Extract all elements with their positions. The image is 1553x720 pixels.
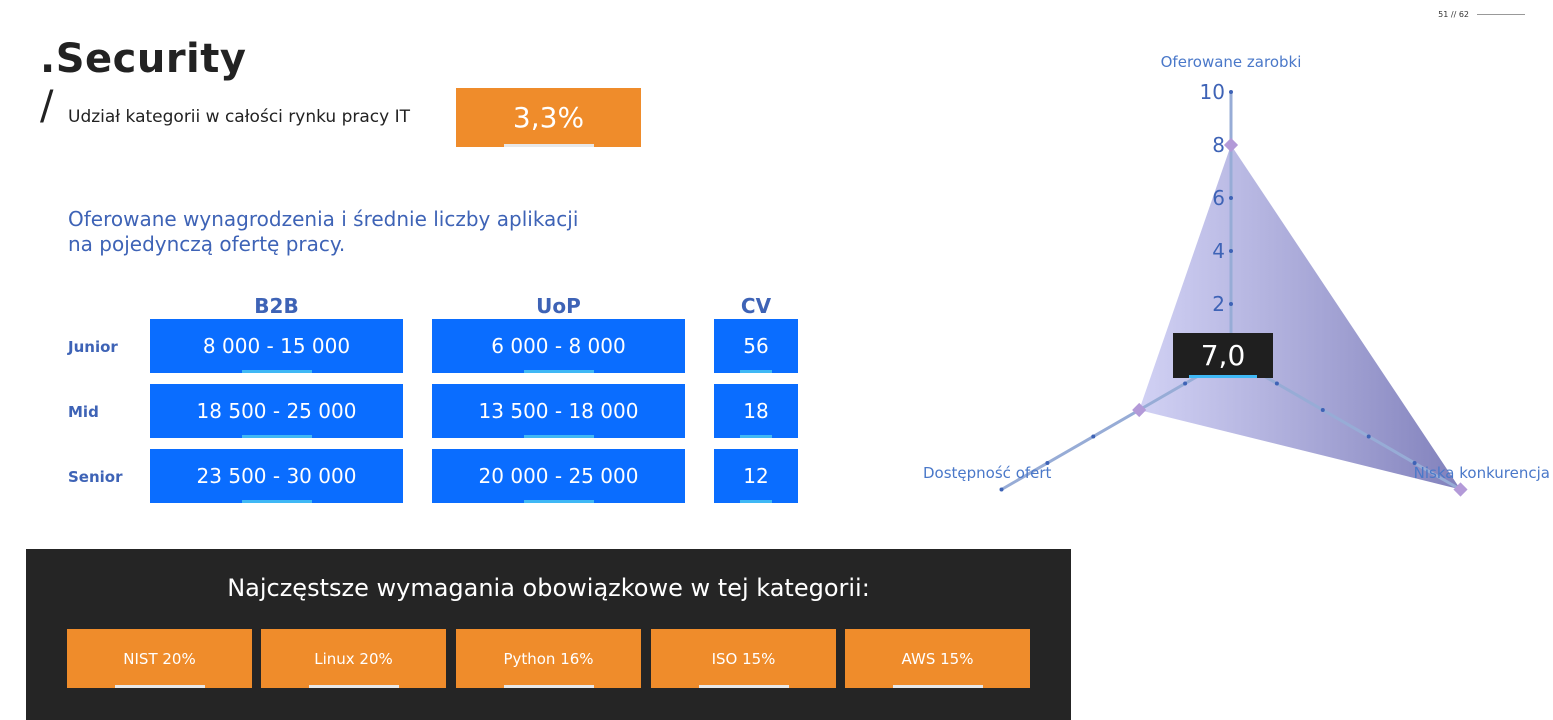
cell-value: 18 [743,399,769,423]
salary-subtitle: Oferowane wynagrodzenia i średnie liczby… [68,207,628,257]
radar-score-underline [1189,375,1257,378]
cell-value: 56 [743,334,769,358]
share-value: 3,3% [512,101,585,134]
requirement-badge: ISO 15% [651,629,836,688]
salary-subtitle-line-2: na pojedynczą ofertę pracy. [68,232,346,256]
radar-axis-label: Niska konkurencja [1414,464,1550,482]
cell-value: 12 [743,464,769,488]
cell-value: 8 000 - 15 000 [202,334,351,358]
requirement-underline [114,685,205,688]
radar-tick-dot [1229,249,1233,253]
table-cell-b2b-mid: 18 500 - 25 000 [150,384,403,438]
cell-value: 23 500 - 30 000 [196,464,357,488]
radar-tick-dot [1183,381,1188,386]
requirement-underline [308,685,399,688]
cell-underline [241,500,312,503]
row-label-mid: Mid [68,403,99,421]
table-cell-uop-senior: 20 000 - 25 000 [432,449,685,503]
radar-score-box: 7,0 [1173,333,1273,378]
radar-data-point [1453,482,1468,497]
radar-tick-dot [1412,461,1417,465]
requirement-badge: Python 16% [456,629,641,688]
radar-tick-dot [1045,461,1050,465]
cell-underline [740,370,772,373]
radar-area [1139,145,1461,490]
cell-value: 13 500 - 18 000 [478,399,639,423]
radar-axis-line [1000,355,1232,491]
cell-underline [523,500,594,503]
requirement-label: AWS 15% [901,649,974,668]
cell-value: 18 500 - 25 000 [196,399,357,423]
radar-tick-label: 10 [1200,80,1225,104]
radar-tick-label: 6 [1212,186,1225,210]
table-cell-b2b-senior: 23 500 - 30 000 [150,449,403,503]
table-cell-b2b-junior: 8 000 - 15 000 [150,319,403,373]
radar-tick-label: 4 [1212,239,1225,263]
table-cell-cv-junior: 56 [714,319,798,373]
radar-data-point [1223,137,1239,153]
table-cell-uop-junior: 6 000 - 8 000 [432,319,685,373]
requirement-label: ISO 15% [711,649,776,668]
radar-tick-dot [1229,302,1233,306]
cell-underline [740,500,772,503]
radar-axis-label: Dostępność ofert [923,464,1052,482]
page-number-line [1477,14,1525,15]
requirements-title: Najczęstsze wymagania obowiązkowe w tej … [227,574,870,602]
column-header-b2b: B2B [254,294,299,318]
row-label-senior: Senior [68,468,123,486]
requirement-underline [503,685,594,688]
title-slash: / [40,83,54,129]
salary-subtitle-line-1: Oferowane wynagrodzenia i średnie liczby… [68,207,579,231]
radar-tick-dot [1229,196,1233,200]
radar-score: 7,0 [1200,339,1246,372]
table-cell-uop-mid: 13 500 - 18 000 [432,384,685,438]
table-cell-cv-senior: 12 [714,449,798,503]
requirement-label: Python 16% [503,649,594,668]
cell-underline [740,435,772,438]
radar-tick-dot [1320,408,1325,412]
radar-tick-dot [1274,381,1279,386]
radar-tick-dot [1366,434,1371,439]
column-header-cv: CV [740,294,772,318]
table-cell-cv-mid: 18 [714,384,798,438]
radar-axis-label: Oferowane zarobki [1161,53,1302,71]
page-title: .Security [40,36,247,82]
radar-data-point [1132,402,1147,418]
requirement-badge: NIST 20% [67,629,252,688]
radar-tick-dot [1229,90,1233,94]
share-label: Udział kategorii w całości rynku pracy I… [68,107,411,127]
radar-tick-dot [999,487,1004,492]
share-value-box: 3,3% [456,88,641,147]
requirement-label: Linux 20% [314,649,393,668]
requirement-underline [698,685,789,688]
cell-underline [523,435,594,438]
requirement-underline [892,685,983,688]
cell-underline [241,435,312,438]
cell-underline [241,370,312,373]
cell-underline [523,370,594,373]
page-number-text: 51 // 62 [1438,10,1469,19]
requirement-badge: AWS 15% [845,629,1030,688]
share-value-underline [503,144,594,147]
requirement-badge: Linux 20% [261,629,446,688]
radar-tick-dot [1091,434,1096,439]
radar-axis-line [1230,355,1462,491]
cell-value: 6 000 - 8 000 [491,334,626,358]
radar-tick-label: 2 [1212,292,1225,316]
page-number: 51 // 62 [1438,10,1525,19]
cell-value: 20 000 - 25 000 [478,464,639,488]
radar-tick-label: 8 [1212,133,1225,157]
row-label-junior: Junior [68,338,118,356]
column-header-uop: UoP [536,294,581,318]
requirement-label: NIST 20% [123,649,196,668]
